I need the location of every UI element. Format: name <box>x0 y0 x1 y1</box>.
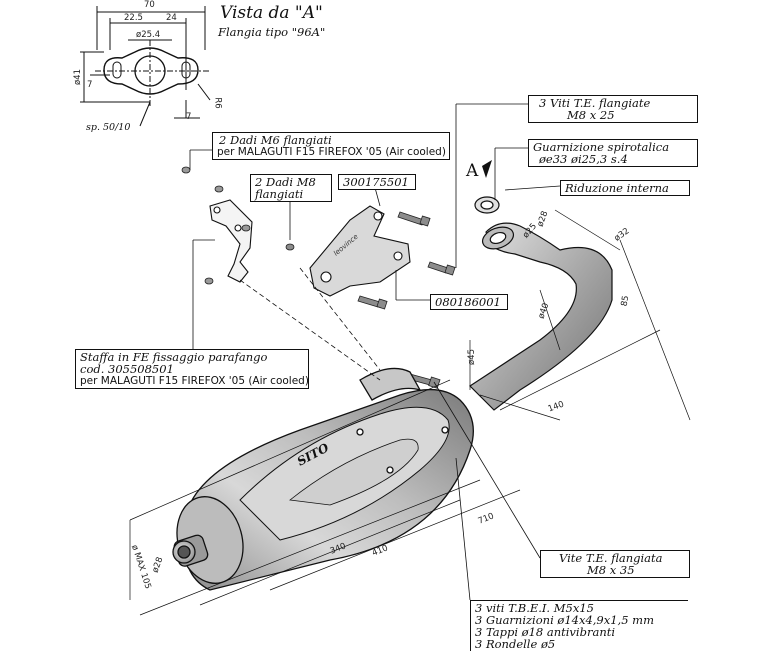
callout-spiral-gasket: Guarnizione spirotalica øe33 øi25,3 s.4 <box>528 139 698 167</box>
callout-internal-reduction: Riduzione interna <box>560 180 690 196</box>
dim-flange-height: ø41 <box>73 68 84 86</box>
view-subtitle: Flangia tipo "96A" <box>218 25 326 39</box>
view-title: Vista da "A" <box>220 3 323 23</box>
dimension-lines <box>129 209 691 616</box>
view-arrow-label: A <box>466 161 479 181</box>
view-arrow <box>482 160 492 178</box>
dim-d45: ø45 <box>467 348 478 366</box>
mudguard-bracket <box>209 199 253 283</box>
callout-code-bracket: 300175501 <box>338 174 416 190</box>
engine-bracket: leovince <box>309 205 411 297</box>
callout-flanged-screw-m8x35: Vite T.E. flangiata M8 x 35 <box>540 550 690 578</box>
flange-detail <box>80 6 211 127</box>
dim-flange-offset: 7 <box>87 80 93 90</box>
nuts-m6 <box>181 166 251 285</box>
callout-nuts-m6: 2 Dadi M6 flangiati per MALAGUTI F15 FIR… <box>212 132 450 160</box>
dim-len85: 85 <box>619 294 632 308</box>
dim-flange-d2: 24 <box>166 13 177 23</box>
callout-mudguard-bracket: Staffa in FE fissaggio parafango cod. 30… <box>75 349 309 389</box>
dim-flange-bottom: 7 <box>186 112 192 122</box>
callout-flanged-screws: 3 Viti T.E. flangiate M8 x 25 <box>528 95 698 123</box>
dim-flange-radius: R6 <box>212 97 223 109</box>
dim-flange-bore: ø25.4 <box>136 30 161 40</box>
flange-thickness: sp. 50/10 <box>86 122 131 133</box>
callout-nuts-m8: 2 Dadi M8 flangiati <box>250 174 332 202</box>
dim-flange-width: 70 <box>144 0 155 10</box>
header-pipe <box>469 196 613 411</box>
muffler: SITO <box>172 367 474 591</box>
dim-flange-d1: 22.5 <box>124 13 143 23</box>
callout-kit: 3 viti T.B.E.I. M5x15 3 Guarnizioni ø14x… <box>470 600 688 651</box>
callout-code-clamp: 080186001 <box>430 294 508 310</box>
leader-lines <box>189 103 561 601</box>
